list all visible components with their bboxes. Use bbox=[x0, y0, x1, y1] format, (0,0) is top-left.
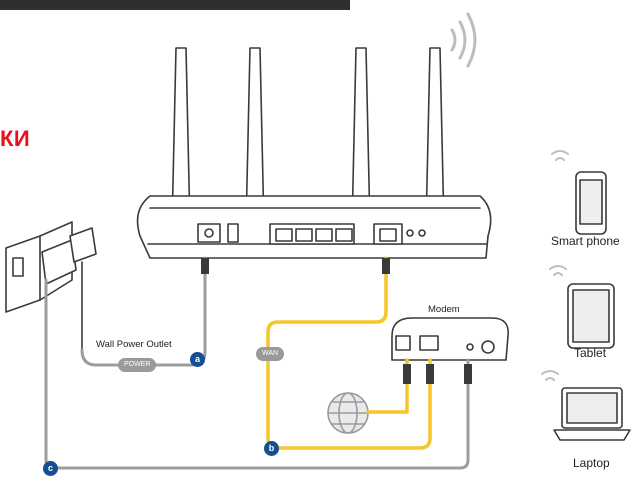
power-cable-tag: POWER bbox=[118, 358, 157, 372]
internet-cable bbox=[366, 358, 409, 414]
modem-label: Modem bbox=[428, 304, 460, 315]
badge-c: c bbox=[43, 461, 58, 476]
heading-fragment: КИ bbox=[0, 126, 31, 151]
tablet-label: Tablet bbox=[574, 346, 607, 360]
tablet-icon bbox=[549, 265, 615, 349]
wan-cable-tag: WAN bbox=[256, 347, 285, 361]
badge-b: b bbox=[264, 441, 279, 456]
modem-icon bbox=[391, 317, 509, 361]
wall-outlet-label: Wall Power Outlet bbox=[96, 339, 172, 350]
top-banner-bar bbox=[0, 0, 350, 10]
power-adapter-icon bbox=[41, 227, 97, 351]
wifi-icon bbox=[450, 12, 477, 68]
badge-a: a bbox=[190, 352, 205, 367]
connector-plugs bbox=[201, 258, 472, 384]
laptop-icon bbox=[541, 370, 631, 441]
laptop-label: Laptop bbox=[573, 456, 610, 470]
smartphone-icon bbox=[551, 150, 607, 235]
router-icon bbox=[136, 47, 492, 259]
smart-phone-label: Smart phone bbox=[551, 234, 620, 248]
globe-icon bbox=[327, 392, 369, 434]
wan-cable bbox=[266, 256, 432, 450]
